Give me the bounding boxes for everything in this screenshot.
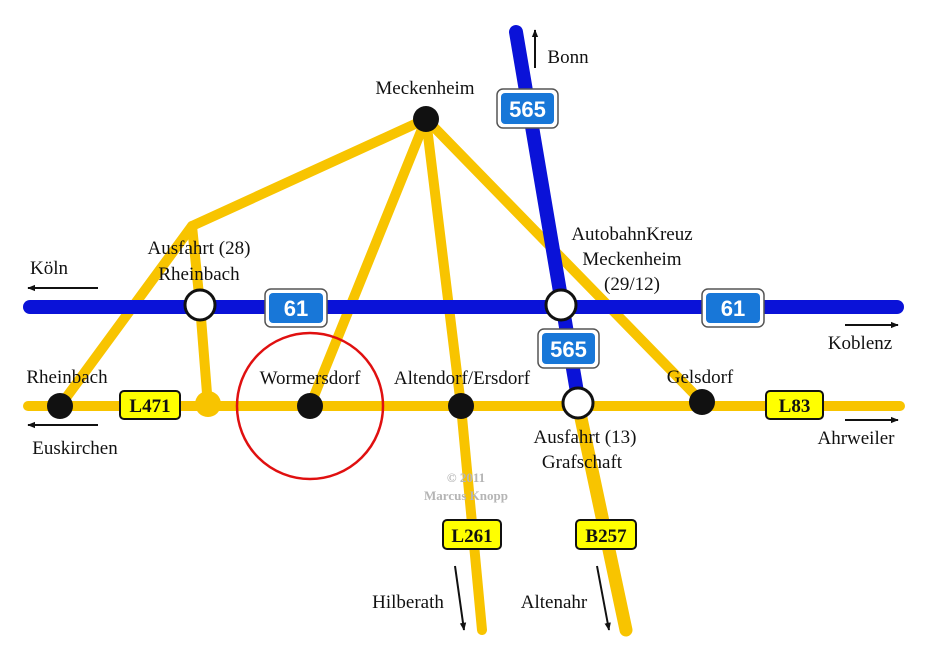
svg-text:B257: B257 <box>585 526 627 547</box>
svg-text:565: 565 <box>509 97 546 122</box>
yellow-junction-dot <box>195 391 221 417</box>
svg-text:565: 565 <box>550 337 587 362</box>
junction-autobahnkreuz <box>544 288 578 322</box>
label-ahrweiler: Ahrweiler <box>817 428 895 449</box>
wormersdorf-highlight-circle <box>235 331 385 481</box>
label-ausfahrt13-line1: Ausfahrt (13) <box>534 427 637 448</box>
label-meckenheim: Meckenheim <box>375 78 474 99</box>
arrow-altenahr-icon <box>596 565 611 631</box>
junctions <box>183 288 595 420</box>
svg-text:L471: L471 <box>129 396 170 417</box>
road-sign-l261: L261 <box>442 519 502 550</box>
arrow-hilberath-icon <box>454 565 467 631</box>
town-meckenheim-dot <box>413 106 439 132</box>
road-sign-l471: L471 <box>119 390 181 420</box>
svg-text:L83: L83 <box>779 396 811 417</box>
label-ausfahrt28-line1: Ausfahrt (28) <box>148 238 251 259</box>
label-kreuz-line2: Meckenheim <box>582 249 681 270</box>
road-meckenheim-wormersdorf <box>305 114 431 411</box>
label-euskirchen: Euskirchen <box>32 438 118 459</box>
autobahn-shield-565-top: 565 <box>496 88 559 129</box>
road-sign-b257: B257 <box>575 519 637 550</box>
junction-ausfahrt-28 <box>183 288 217 322</box>
copyright-line1: © 2011 <box>447 470 485 485</box>
towns <box>47 106 715 419</box>
label-ausfahrt13-line2: Grafschaft <box>542 452 623 473</box>
label-bonn: Bonn <box>547 47 589 68</box>
autobahn-shield-61-right: 61 <box>701 288 765 328</box>
label-altendorf: Altendorf/Ersdorf <box>394 368 531 389</box>
town-altendorf-dot <box>448 393 474 419</box>
town-wormersdorf-dot <box>297 393 323 419</box>
town-gelsdorf-dot <box>689 389 715 415</box>
direction-arrows <box>27 29 899 631</box>
label-ausfahrt28-line2: Rheinbach <box>158 264 240 285</box>
copyright-line2: Marcus Knopp <box>424 488 508 503</box>
svg-text:61: 61 <box>284 296 308 321</box>
label-koblenz: Koblenz <box>828 333 892 354</box>
autobahn-shield-565-mid: 565 <box>537 328 600 369</box>
label-koeln: Köln <box>30 258 69 279</box>
junction-ausfahrt-13 <box>561 386 595 420</box>
road-meckenheim-gelsdorf <box>421 114 707 407</box>
svg-text:61: 61 <box>721 296 745 321</box>
road-sign-l83: L83 <box>765 390 824 420</box>
label-altenahr: Altenahr <box>521 592 588 613</box>
label-gelsdorf: Gelsdorf <box>667 367 734 388</box>
town-rheinbach-dot <box>47 393 73 419</box>
label-kreuz-line3: (29/12) <box>604 274 660 295</box>
label-wormersdorf: Wormersdorf <box>260 368 361 389</box>
road-b257 <box>571 397 633 637</box>
label-rheinbach: Rheinbach <box>26 367 108 388</box>
label-kreuz-line1: AutobahnKreuz <box>571 224 692 245</box>
svg-text:L261: L261 <box>451 526 492 547</box>
label-hilberath: Hilberath <box>372 592 444 613</box>
autobahn-shield-61-left: 61 <box>264 288 328 328</box>
